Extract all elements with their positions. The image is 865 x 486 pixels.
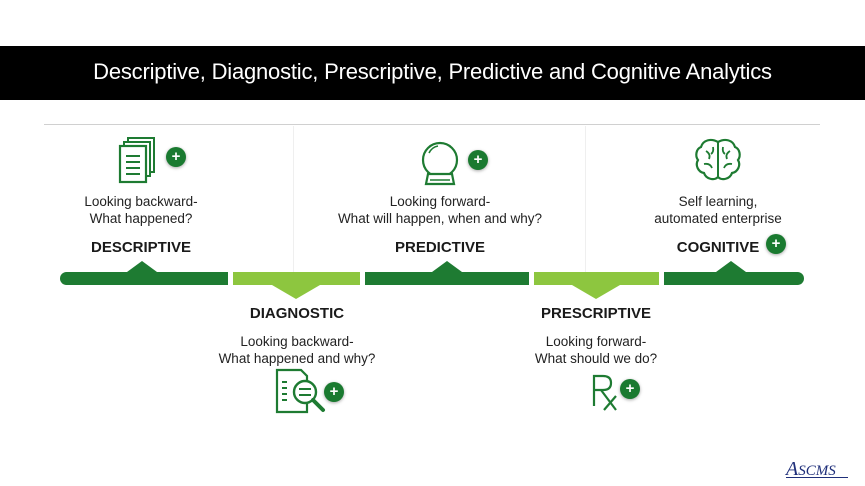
cognitive-line2: automated enterprise [654,211,782,226]
page-title: Descriptive, Diagnostic, Prescriptive, P… [93,59,772,84]
diagnostic-line2: What happened and why? [218,351,376,366]
pointer-up-descriptive [127,261,157,272]
prescriptive-description: Looking forward- What should we do? [466,333,726,367]
timeline-segment-prescriptive [534,272,659,285]
timeline-segment-diagnostic [233,272,360,285]
pointer-down-prescriptive [572,285,620,299]
prescriptive-line2: What should we do? [534,351,658,366]
column-guide [585,126,586,276]
logo-underline [786,477,848,478]
brain-icon [693,136,743,189]
descriptive-line1: Looking backward- [84,194,198,209]
expand-cognitive-button[interactable]: + [766,234,786,254]
expand-predictive-button[interactable]: + [468,150,488,170]
column-guide [293,126,294,276]
prescriptive-label: PRESCRIPTIVE [540,305,652,322]
timeline-segment-predictive [365,272,529,285]
diagnostic-line1: Looking backward- [240,334,354,349]
pointer-down-diagnostic [272,285,320,299]
predictive-description: Looking forward- What will happen, when … [310,193,570,227]
timeline-segment-descriptive [60,272,228,285]
top-divider [44,124,820,125]
predictive-line2: What will happen, when and why? [337,211,543,226]
prescriptive-line1: Looking forward- [545,334,647,349]
cognitive-line1: Self learning, [678,194,758,209]
expand-descriptive-button[interactable]: + [166,147,186,167]
magnifier-document-icon [273,368,329,421]
timeline-segment-cognitive [664,272,804,285]
pointer-up-cognitive [716,261,746,272]
descriptive-description: Looking backward- What happened? [11,193,271,227]
diagnostic-label: DIAGNOSTIC [249,305,345,322]
crystal-ball-icon [420,140,464,195]
predictive-label: PREDICTIVE [394,239,485,256]
descriptive-label: DESCRIPTIVE [90,239,192,256]
ascms-logo: ASCMS [786,458,836,481]
documents-icon [118,136,162,191]
title-banner: Descriptive, Diagnostic, Prescriptive, P… [0,46,865,100]
cognitive-label: COGNITIVE [676,239,760,256]
logo-initial: A [786,458,799,480]
predictive-line1: Looking forward- [389,194,491,209]
logo-text: SCMS [798,463,836,479]
descriptive-line2: What happened? [89,211,193,226]
cognitive-description: Self learning, automated enterprise [588,193,848,227]
expand-diagnostic-button[interactable]: + [324,382,344,402]
expand-prescriptive-button[interactable]: + [620,379,640,399]
diagnostic-description: Looking backward- What happened and why? [167,333,427,367]
rx-icon [590,372,622,417]
pointer-up-predictive [432,261,462,272]
